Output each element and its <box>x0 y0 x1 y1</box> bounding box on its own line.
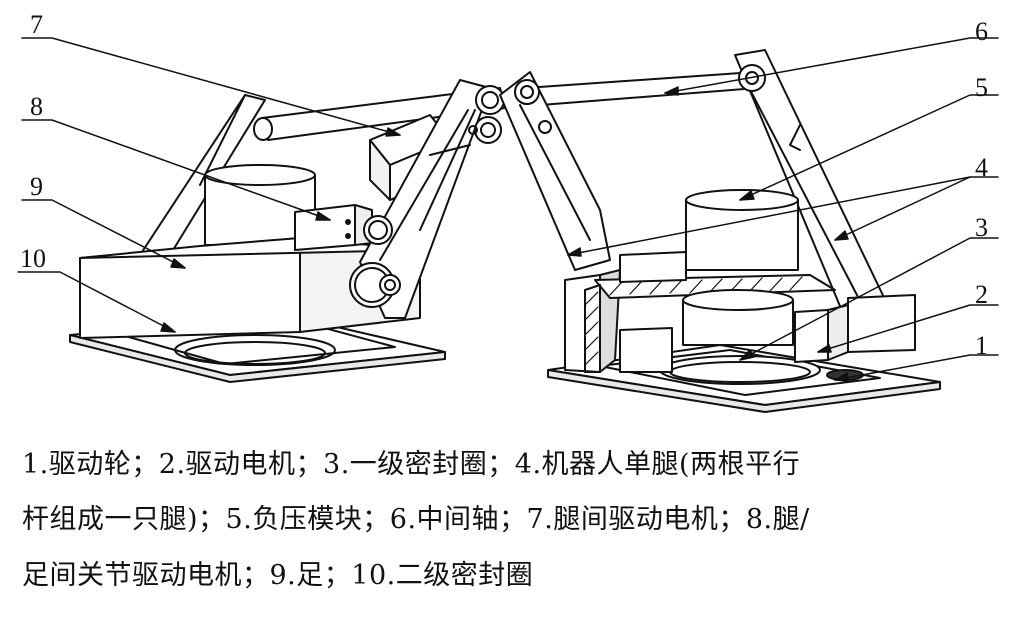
leader-8 <box>21 119 331 221</box>
label-8: 8 <box>30 92 43 121</box>
leader-4b <box>834 176 971 241</box>
left-leg-bar <box>359 79 491 319</box>
right-wall-hatch <box>584 291 599 366</box>
label-3: 3 <box>975 213 988 242</box>
right-lower-cylinder <box>682 299 794 346</box>
right-pressure-cylinder <box>685 199 799 271</box>
caption-line-3: 足间关节驱动电机；9.足；10.二级密封圈 <box>22 560 534 591</box>
leader-7 <box>21 37 401 136</box>
leader-2 <box>817 304 999 353</box>
label-9: 9 <box>30 172 43 201</box>
label-5: 5 <box>975 73 988 102</box>
left-leg <box>349 79 505 319</box>
label-4: 4 <box>975 153 988 182</box>
leader-5 <box>739 94 999 201</box>
leader-1 <box>834 354 999 381</box>
right-inner-frame <box>599 349 881 396</box>
leader-9 <box>21 199 186 269</box>
right-drive-motor <box>794 309 829 363</box>
label-2: 2 <box>975 280 988 309</box>
part-number-labels: 7 8 9 10 6 5 4 3 2 1 <box>20 10 988 360</box>
leader-3 <box>739 237 999 361</box>
leader-6 <box>664 37 999 94</box>
left-base-plate-edge <box>69 334 446 383</box>
leader-10 <box>17 271 176 333</box>
leader-lines <box>17 37 999 382</box>
caption-line-1: 1.驱动轮；2.驱动电机；3.一级密封圈；4.机器人单腿(两根平行 <box>22 449 801 480</box>
right-foot-assembly <box>547 189 941 413</box>
caption-line-2: 杆组成一只腿)；5.负压模块；6.中间轴；7.腿间驱动电机；8.腿/ <box>22 504 810 535</box>
leg-foot-joint-motor <box>294 204 356 251</box>
label-7: 7 <box>30 10 43 39</box>
label-10: 10 <box>20 244 46 273</box>
left-leg-gears <box>349 85 505 308</box>
robot-mechanism-diagram: 7 8 9 10 6 5 4 3 2 1 <box>17 10 999 413</box>
left-seal-ring-inner <box>184 341 326 365</box>
label-6: 6 <box>975 17 988 46</box>
label-1: 1 <box>975 331 988 360</box>
